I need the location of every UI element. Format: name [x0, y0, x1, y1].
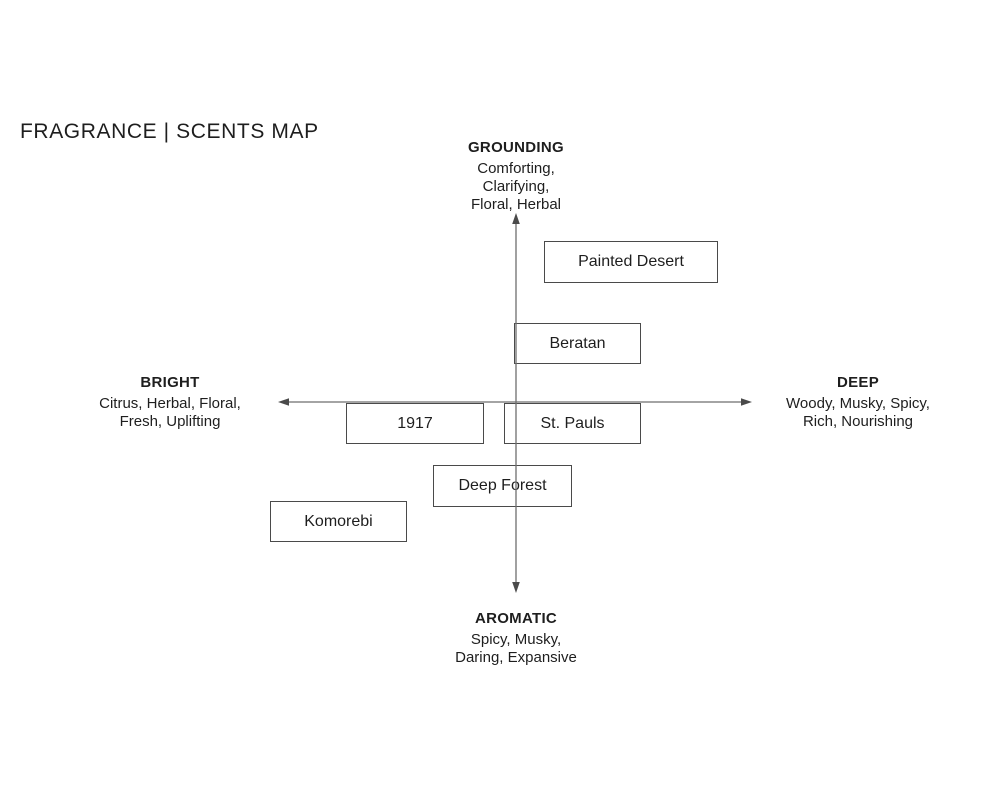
scent-label: Deep Forest — [458, 477, 547, 494]
axis-name-deep: DEEP — [836, 374, 880, 391]
scent-label: Beratan — [549, 334, 606, 352]
axis-descriptor: Rich, Nourishing — [802, 413, 914, 430]
axis-name-aromatic: AROMATIC — [474, 610, 558, 627]
axis-descriptor: Woody, Musky, Spicy, — [786, 395, 930, 412]
scent-label: Komorebi — [304, 512, 373, 530]
scent-box-deep-forest: Deep Forest — [433, 465, 572, 507]
axis-name-grounding: GROUNDING — [467, 139, 565, 156]
axis-label-aromatic: AROMATIC Spicy, Musky, Daring, Expansive — [406, 610, 626, 667]
arrow-down-icon — [512, 582, 520, 593]
scent-box-painted-desert: Painted Desert — [544, 241, 718, 283]
scent-label: 1917 — [397, 414, 433, 432]
arrow-up-icon — [512, 213, 520, 224]
scent-box-beratan: Beratan — [514, 323, 641, 364]
scent-box-st-pauls: St. Pauls — [504, 403, 641, 444]
axis-descriptor: Fresh, Uplifting — [119, 413, 221, 430]
axis-descriptor: Clarifying, — [482, 178, 550, 195]
scent-label: St. Pauls — [540, 414, 605, 432]
axis-descriptor: Citrus, Herbal, Floral, — [99, 395, 241, 412]
page-title: FRAGRANCE | SCENTS MAP — [20, 120, 319, 143]
axis-label-grounding: GROUNDING Comforting, Clarifying, Floral… — [406, 139, 626, 214]
scent-box-komorebi: Komorebi — [270, 501, 407, 542]
scent-label: Painted Desert — [578, 253, 684, 270]
axis-label-deep: DEEP Woody, Musky, Spicy, Rich, Nourishi… — [748, 374, 968, 431]
axis-name-bright: BRIGHT — [140, 374, 200, 391]
axis-descriptor: Floral, Herbal — [470, 196, 562, 213]
axis-descriptor: Comforting, — [477, 160, 555, 177]
scent-box-1917: 1917 — [346, 403, 484, 444]
axis-descriptor: Spicy, Musky, — [470, 631, 562, 648]
axis-descriptor: Daring, Expansive — [455, 649, 577, 666]
axis-label-bright: BRIGHT Citrus, Herbal, Floral, Fresh, Up… — [60, 374, 280, 431]
